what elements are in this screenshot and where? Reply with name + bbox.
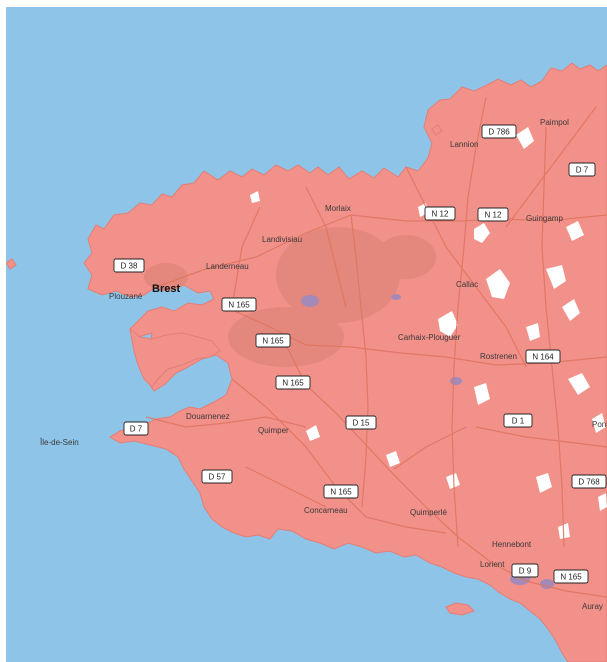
svg-text:N 12: N 12 <box>432 210 449 219</box>
place-labels: Lannion Paimpol Morlaix Guingamp Landivi… <box>39 118 607 611</box>
road-shield[interactable]: N 165 <box>221 297 257 312</box>
road-shield[interactable]: D 7 <box>123 421 149 436</box>
map-view[interactable]: Lannion Paimpol Morlaix Guingamp Landivi… <box>6 7 607 662</box>
road-shield[interactable]: N 165 <box>275 375 311 390</box>
svg-text:D 7: D 7 <box>130 425 143 434</box>
place-label[interactable]: Ponti <box>592 420 607 429</box>
svg-text:D 768: D 768 <box>578 478 600 487</box>
svg-text:D 9: D 9 <box>519 567 532 576</box>
unclassified-patches <box>250 127 607 539</box>
road-shield[interactable]: D 57 <box>201 469 233 484</box>
svg-text:D 38: D 38 <box>121 262 138 271</box>
place-label[interactable]: Quimper <box>258 426 289 435</box>
map-canvas[interactable]: Lannion Paimpol Morlaix Guingamp Landivi… <box>6 7 607 662</box>
road-shield[interactable]: D 38 <box>113 258 145 273</box>
road-shield[interactable]: N 12 <box>424 206 456 221</box>
place-label[interactable]: Rostrenen <box>480 352 517 361</box>
road-shields: D 786 D 7 N 12 N 12 D 38 N 165 N 165 N 1… <box>113 124 607 584</box>
svg-text:N 165: N 165 <box>228 301 250 310</box>
island-groix <box>445 602 475 616</box>
island-ouessant <box>6 258 17 270</box>
road-shield[interactable]: D 15 <box>345 415 377 430</box>
island-small-north <box>431 124 443 136</box>
road-shield[interactable]: N 165 <box>255 333 291 348</box>
svg-text:N 165: N 165 <box>560 573 582 582</box>
place-label[interactable]: Paimpol <box>540 118 569 127</box>
place-label[interactable]: Auray <box>582 602 603 611</box>
place-label[interactable]: Quimperlé <box>410 508 447 517</box>
place-label[interactable]: Plouzané <box>109 292 143 301</box>
svg-text:N 165: N 165 <box>262 337 284 346</box>
place-label[interactable]: Douarnenez <box>186 412 230 421</box>
svg-text:N 165: N 165 <box>282 379 304 388</box>
place-label[interactable]: Landerneau <box>206 262 249 271</box>
place-label[interactable]: Callac <box>456 280 478 289</box>
place-label[interactable]: Carhaix-Plouguer <box>398 333 461 342</box>
place-label[interactable]: Lorient <box>480 560 505 569</box>
svg-text:N 12: N 12 <box>485 211 502 220</box>
road-shield[interactable]: D 1 <box>503 413 533 428</box>
crozon-peninsula <box>129 327 221 388</box>
road-shield[interactable]: N 165 <box>553 569 589 584</box>
svg-text:D 786: D 786 <box>488 128 510 137</box>
road-shield[interactable]: N 165 <box>323 484 359 499</box>
svg-text:D 7: D 7 <box>576 166 589 175</box>
road-shield[interactable]: D 7 <box>568 162 596 177</box>
road-shield[interactable]: D 786 <box>481 124 517 139</box>
svg-text:N 165: N 165 <box>330 488 352 497</box>
svg-text:N 164: N 164 <box>532 353 554 362</box>
place-label[interactable]: Concarneau <box>304 506 348 515</box>
place-label[interactable]: Landivisiau <box>262 235 302 244</box>
svg-text:D 1: D 1 <box>512 417 525 426</box>
svg-text:D 57: D 57 <box>209 473 226 482</box>
place-label[interactable]: Morlaix <box>325 204 351 213</box>
svg-text:D 15: D 15 <box>353 419 370 428</box>
road-shield[interactable]: D 768 <box>571 474 607 489</box>
mainland <box>83 62 607 662</box>
road-shield[interactable]: N 12 <box>477 207 509 222</box>
place-label[interactable]: Île-de-Sein <box>39 438 79 447</box>
place-label[interactable]: Brest <box>152 283 180 295</box>
road-shield[interactable]: D 9 <box>511 563 539 578</box>
place-label[interactable]: Hennebont <box>492 540 532 549</box>
road-shield[interactable]: N 164 <box>525 349 561 364</box>
place-label[interactable]: Lannion <box>450 140 478 149</box>
place-label[interactable]: Guingamp <box>526 214 563 223</box>
